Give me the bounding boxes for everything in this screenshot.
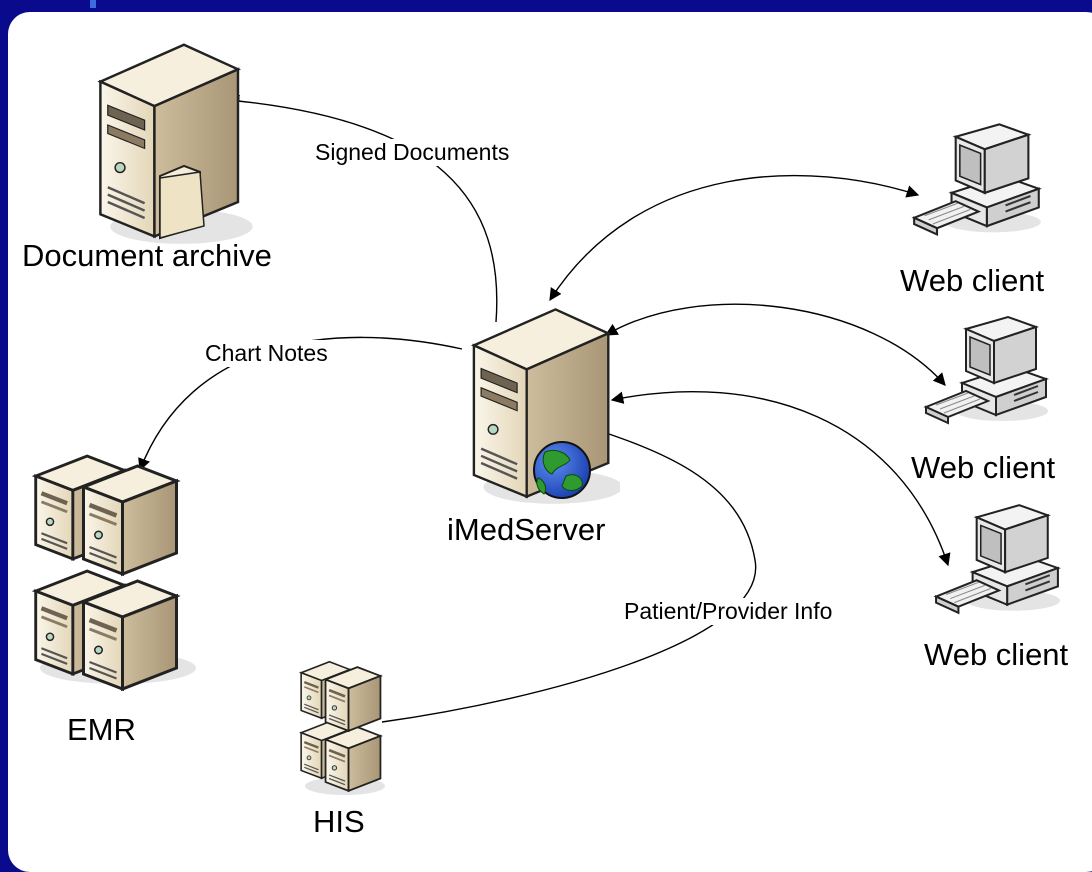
web-client-3-computer-icon (935, 504, 1061, 614)
signed-documents-arrow (226, 94, 498, 323)
his-label: HIS (313, 804, 365, 839)
globe-icon (533, 441, 591, 499)
signed-documents-label: Signed Documents (313, 139, 512, 166)
web-client-1-arrow (549, 174, 920, 302)
web-client-2-label: Web client (911, 450, 1056, 485)
emr-label: EMR (67, 712, 136, 747)
web-client-3-label: Web client (924, 637, 1069, 672)
patient-provider-arrow (381, 415, 757, 723)
web-client-3-arrow (610, 390, 951, 567)
web-client-2-arrow (604, 303, 946, 386)
chart-notes-label: Chart Notes (203, 340, 330, 367)
document-archive-label: Document archive (22, 238, 272, 273)
web-client-1-computer-icon (913, 123, 1042, 236)
document-archive-server-icon (99, 43, 253, 245)
diagram-canvas (0, 43, 1061, 795)
web-client-1-label: Web client (900, 263, 1045, 298)
emr-server-cluster-icon (36, 456, 196, 689)
his-server-cluster-icon (299, 660, 385, 795)
corner-accent (90, 0, 96, 8)
web-client-2-computer-icon (924, 315, 1050, 425)
imedserver-label: iMedServer (447, 512, 606, 547)
patient-provider-info-label: Patient/Provider Info (622, 598, 835, 625)
